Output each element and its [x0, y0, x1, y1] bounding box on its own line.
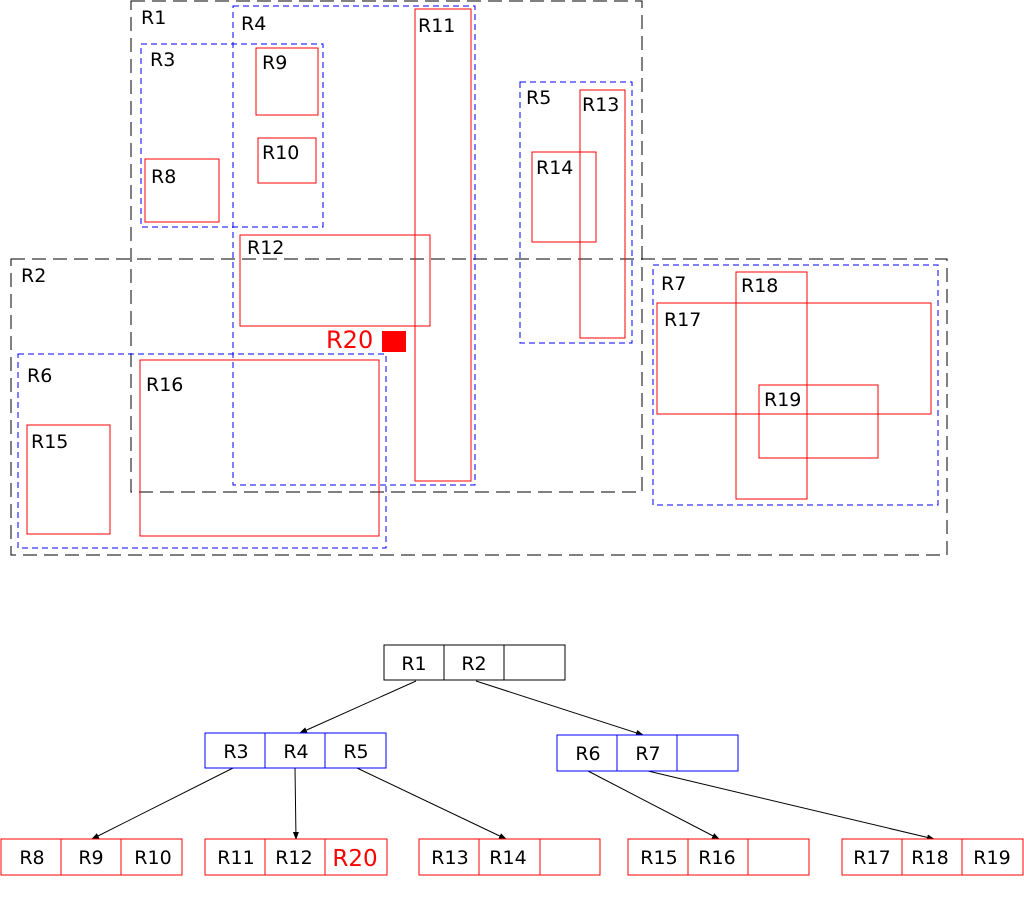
leaf-entry-r12: R12 [275, 847, 312, 869]
leaf-rect-r12: R12 [239, 234, 431, 327]
node-entry-r5: R5 [343, 741, 368, 763]
edge-r1-node [299, 680, 417, 734]
leaf-rect-r10: R10 [257, 137, 317, 184]
edge-r4-node [292, 767, 299, 840]
leaf-entry-r17: R17 [853, 847, 890, 869]
level2-rect-r4: R4 [232, 5, 476, 486]
leaf-rect-r15: R15 [26, 424, 111, 535]
leaf-entry-r14: R14 [489, 847, 526, 869]
level1-rect-r2: R2 [10, 258, 948, 556]
tree-leaf-node-1: R8 R9 R10 [0, 838, 183, 876]
leaf-rect-r9: R9 [255, 47, 319, 116]
label-r12: R12 [247, 237, 284, 259]
label-r5: R5 [526, 87, 551, 109]
edge-r2-node [475, 680, 644, 736]
edge-r6-node [587, 770, 720, 840]
tree-leaf-node-2: R11 R12 R20 [204, 838, 388, 876]
leaf-entry-r20: R20 [332, 846, 377, 872]
edge-r5-node [356, 767, 507, 840]
node-entry-r7: R7 [635, 743, 660, 765]
leaf-rect-r8: R8 [144, 158, 220, 223]
leaf-entry-r16: R16 [698, 847, 735, 869]
node-entry-r6: R6 [575, 743, 600, 765]
leaf-rect-r11: R11 [414, 8, 472, 482]
tree-leaf-node-3: R13 R14 [418, 838, 601, 876]
node-entry-r4: R4 [283, 741, 308, 763]
level2-rect-r3: R3 [140, 43, 324, 228]
root-entry-r1: R1 [401, 653, 426, 675]
tree-view: R1 R2 R3 R4 R5 R6 R7 R8 R9 R10 [0, 644, 1024, 876]
leaf-rect-r13: R13 [579, 89, 626, 339]
leaf-entry-r11: R11 [217, 847, 254, 869]
label-r13: R13 [582, 94, 619, 116]
label-r7: R7 [661, 273, 686, 295]
label-r1: R1 [141, 7, 166, 29]
leaf-entry-r8: R8 [19, 847, 44, 869]
tree-leaf-node-4: R15 R16 [627, 838, 810, 876]
leaf-entry-r19: R19 [973, 847, 1010, 869]
label-r8: R8 [151, 166, 176, 188]
leaf-rect-r19: R19 [758, 384, 879, 459]
level1-rect-r1: R1 [130, 0, 643, 493]
tree-node-r2-children: R6 R7 [556, 734, 739, 772]
r20-marker [382, 331, 406, 352]
leaf-rect-r16: R16 [139, 359, 380, 537]
level2-rect-r7: R7 [652, 264, 939, 506]
label-r18: R18 [741, 275, 778, 297]
label-r20: R20 [326, 326, 373, 354]
label-r3: R3 [150, 49, 175, 71]
node-entry-r3: R3 [223, 741, 248, 763]
leaf-rect-r17: R17 [656, 302, 932, 415]
tree-root-node: R1 R2 [383, 644, 566, 681]
label-r19: R19 [764, 389, 801, 411]
label-r11: R11 [418, 15, 455, 37]
tree-edges [91, 680, 935, 841]
label-r9: R9 [262, 52, 287, 74]
tree-node-r1-children: R3 R4 R5 [204, 732, 387, 769]
tree-leaf-node-5: R17 R18 R19 [841, 838, 1024, 876]
label-r6: R6 [27, 365, 52, 387]
leaf-entry-r9: R9 [78, 847, 103, 869]
level2-rect-r6: R6 [17, 353, 387, 549]
level2-rect-r5: R5 [519, 81, 633, 344]
label-r10: R10 [262, 142, 299, 164]
leaf-entry-r10: R10 [134, 847, 171, 869]
spatial-view: R1 R2 R3 R4 R5 R6 R7 R8 [10, 0, 948, 556]
leaf-entry-r13: R13 [431, 847, 468, 869]
root-entry-r2: R2 [461, 653, 486, 675]
new-entry-r20: R20 [326, 326, 406, 354]
label-r4: R4 [241, 13, 266, 35]
leaf-rect-r14: R14 [531, 151, 597, 243]
label-r17: R17 [664, 309, 701, 331]
label-r14: R14 [536, 157, 573, 179]
label-r16: R16 [146, 374, 183, 396]
leaf-entry-r15: R15 [640, 847, 677, 869]
edge-r3-node [91, 767, 234, 840]
edge-r7-node [647, 770, 935, 841]
label-r2: R2 [21, 265, 46, 287]
leaf-entry-r18: R18 [911, 847, 948, 869]
label-r15: R15 [31, 431, 68, 453]
